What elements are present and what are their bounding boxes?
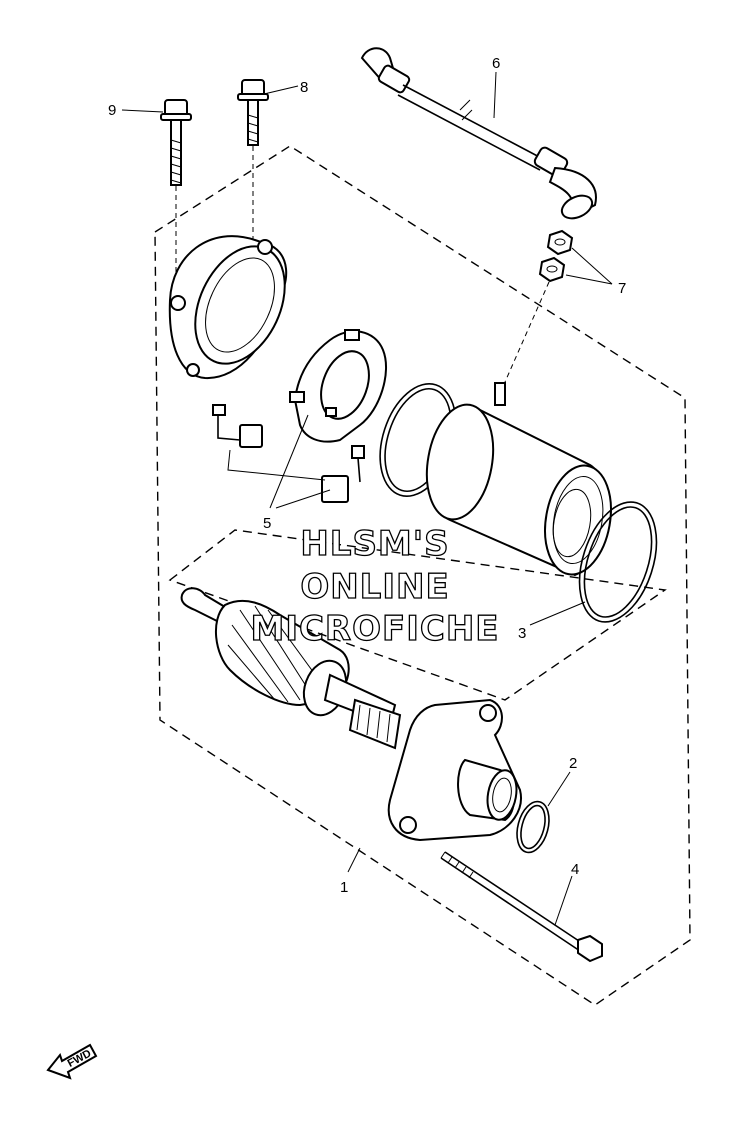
leader-8 xyxy=(263,85,299,95)
watermark-line-2: ONLINE xyxy=(300,567,449,607)
yoke-3 xyxy=(425,382,612,577)
leader-7b xyxy=(565,274,613,285)
callout-6: 6 xyxy=(492,55,500,72)
brush-plate-5 xyxy=(289,329,387,443)
leader-2 xyxy=(547,771,571,807)
callout-1: 1 xyxy=(340,879,348,896)
leader-9 xyxy=(121,109,164,113)
nuts-7 xyxy=(504,229,574,383)
subassembly-boundary xyxy=(168,529,667,701)
leader-6 xyxy=(493,71,497,119)
leader-1 xyxy=(347,847,361,873)
watermark-line-1: HLSM'S xyxy=(300,524,449,564)
long-bolt-4 xyxy=(440,851,603,963)
callout-4: 4 xyxy=(571,861,579,878)
brushes xyxy=(212,404,365,503)
lead-wire-6 xyxy=(360,47,597,220)
o-ring-2 xyxy=(516,800,550,854)
o-ring-rear xyxy=(578,501,658,623)
fwd-arrow-icon: FWD xyxy=(46,1043,98,1080)
callout-8: 8 xyxy=(300,79,308,96)
rear-cover xyxy=(168,235,288,380)
callout-9: 9 xyxy=(108,102,116,119)
callout-5: 5 xyxy=(263,515,271,532)
watermark-line-3: MICROFICHE xyxy=(250,609,499,649)
callout-2: 2 xyxy=(569,755,577,772)
assembly-boundary xyxy=(154,145,691,1006)
leader-5b xyxy=(275,489,331,509)
leader-3 xyxy=(529,601,586,626)
bolt-9 xyxy=(160,99,192,300)
armature xyxy=(180,587,402,750)
callout-3: 3 xyxy=(518,625,526,642)
leader-7a xyxy=(571,247,613,285)
front-cover xyxy=(387,698,522,842)
leader-4 xyxy=(554,875,573,926)
leader-5a xyxy=(269,414,309,509)
callout-7: 7 xyxy=(618,280,626,297)
bolt-8 xyxy=(237,79,269,240)
